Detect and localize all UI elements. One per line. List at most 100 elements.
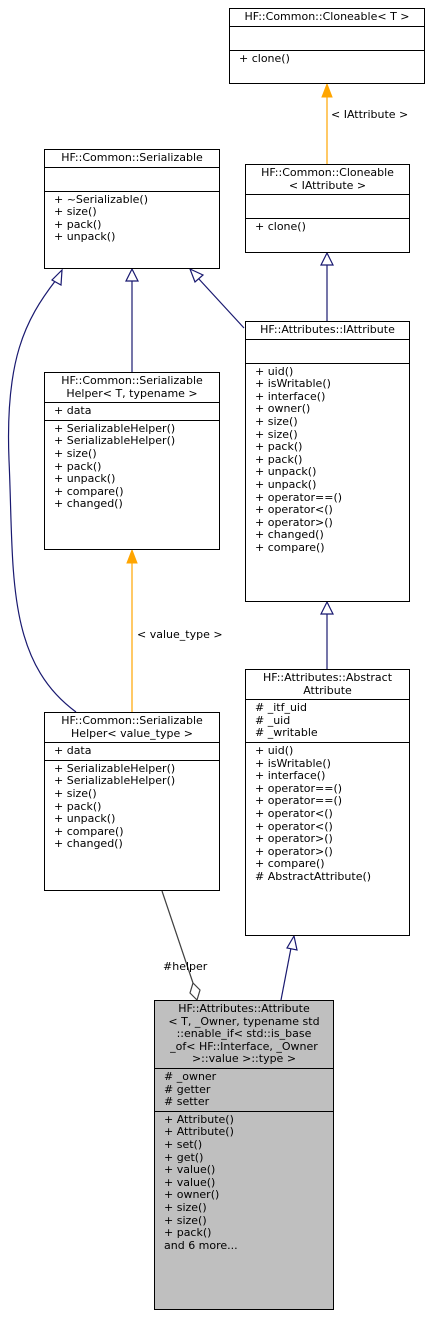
method-item[interactable]: + isWritable()	[255, 377, 331, 391]
class-title: HF::Attributes::IAttribute	[246, 322, 409, 339]
method-item[interactable]: + get()	[164, 1150, 204, 1164]
method-item[interactable]: + uid()	[255, 743, 294, 757]
method-item[interactable]: + unpack()	[255, 465, 317, 479]
method-item[interactable]: + pack()	[54, 799, 102, 813]
method-item[interactable]: + size()	[255, 427, 298, 441]
method-item[interactable]: + compare()	[54, 484, 124, 498]
method-item[interactable]: + SerializableHelper()	[54, 761, 176, 775]
method-item[interactable]: + operator==()	[255, 490, 343, 504]
method-item[interactable]: + changed()	[255, 528, 324, 542]
method-item[interactable]: + SerializableHelper()	[54, 421, 176, 435]
method-item[interactable]: + changed()	[54, 497, 123, 511]
attribute-item[interactable]: # _uid	[255, 713, 291, 727]
method-item[interactable]: + changed()	[54, 837, 123, 851]
method-item[interactable]: + operator<()	[255, 819, 333, 833]
class-name-line: HF::Common::Cloneable< T >	[244, 10, 410, 23]
method-item[interactable]: + interface()	[255, 389, 326, 403]
class-methods: + SerializableHelper()+ SerializableHelp…	[45, 759, 219, 853]
method-item[interactable]: + owner()	[255, 402, 311, 416]
method-item[interactable]: + operator==()	[255, 781, 343, 795]
method-item[interactable]: + SerializableHelper()	[54, 774, 176, 788]
method-item[interactable]: + size()	[255, 414, 298, 428]
method-item[interactable]: and 6 more...	[164, 1238, 238, 1252]
method-item[interactable]: + operator==()	[255, 794, 343, 808]
class-attributes	[246, 338, 409, 363]
method-item[interactable]: + compare()	[54, 824, 124, 838]
method-item[interactable]: # AbstractAttribute()	[255, 869, 372, 883]
class-attribute[interactable]: HF::Attributes::Attribute< T, _Owner, ty…	[154, 1000, 334, 1310]
edge-template-iattribute	[321, 82, 333, 164]
method-item[interactable]: + operator<()	[255, 503, 333, 517]
edge-inherit-serializable-helper-t	[125, 267, 139, 372]
attribute-item[interactable]: # _itf_uid	[255, 701, 307, 715]
class-title: HF::Attributes::Attribute< T, _Owner, ty…	[155, 1001, 333, 1068]
method-item[interactable]: + ~Serializable()	[54, 192, 149, 206]
method-item[interactable]: + compare()	[255, 540, 325, 554]
class-cloneable-t[interactable]: HF::Common::Cloneable< T >+ clone()	[229, 8, 425, 84]
method-item[interactable]: + Attribute()	[164, 1125, 234, 1139]
method-item[interactable]: + pack()	[255, 452, 303, 466]
edge-inherit-abstract-attribute	[280, 934, 298, 1001]
class-attributes: # _owner# getter# setter	[155, 1067, 333, 1111]
attribute-item[interactable]: # setter	[164, 1095, 210, 1109]
edge-inherit-iattribute-abstract	[320, 600, 334, 669]
method-item[interactable]: + pack()	[164, 1226, 212, 1240]
class-methods: + uid()+ isWritable()+ interface()+ oper…	[246, 741, 409, 886]
method-item[interactable]: + operator>()	[255, 844, 333, 858]
method-item[interactable]: + SerializableHelper()	[54, 434, 176, 448]
method-item[interactable]: + size()	[54, 446, 97, 460]
class-name-line: < T, _Owner, typename std	[168, 1014, 320, 1028]
class-attributes: # _itf_uid# _uid# _writable	[246, 699, 409, 742]
method-item[interactable]: + size()	[54, 205, 97, 219]
method-item[interactable]: + unpack()	[54, 472, 116, 486]
method-item[interactable]: + interface()	[255, 769, 326, 783]
class-name-line: HF::Common::Cloneable	[261, 166, 394, 179]
class-cloneable-iattribute[interactable]: HF::Common::Cloneable< IAttribute >+ clo…	[245, 164, 410, 253]
method-item[interactable]: + operator<()	[255, 806, 333, 820]
method-item[interactable]: + size()	[54, 786, 97, 800]
class-name-line: HF::Attributes::Abstract	[262, 671, 393, 684]
method-item[interactable]: + clone()	[255, 220, 306, 234]
class-name-line: _of< HF::Interface, _Owner	[170, 1039, 318, 1053]
method-item[interactable]: + set()	[164, 1137, 203, 1151]
method-item[interactable]: + operator>()	[255, 832, 333, 846]
class-iattribute[interactable]: HF::Attributes::IAttribute+ uid()+ isWri…	[245, 321, 410, 602]
method-item[interactable]: + pack()	[54, 217, 102, 231]
attribute-item[interactable]: + data	[54, 404, 92, 418]
method-item[interactable]: + pack()	[54, 459, 102, 473]
method-item[interactable]: + isWritable()	[255, 756, 331, 770]
method-item[interactable]: + owner()	[164, 1188, 220, 1202]
attribute-item[interactable]: # getter	[164, 1082, 211, 1096]
class-name-line: Attribute	[303, 683, 352, 697]
method-item[interactable]: + Attribute()	[164, 1112, 234, 1126]
edge-inherit-serializable-iattribute	[188, 267, 245, 329]
class-methods: + ~Serializable()+ size()+ pack()+ unpac…	[45, 190, 219, 246]
method-item[interactable]: + unpack()	[54, 230, 116, 244]
attribute-item[interactable]: + data	[54, 744, 92, 758]
class-methods: + Attribute()+ Attribute()+ set()+ get()…	[155, 1110, 333, 1255]
class-serializable[interactable]: HF::Common::Serializable+ ~Serializable(…	[44, 149, 220, 269]
edge-label-value-type: < value_type >	[137, 628, 223, 641]
method-item[interactable]: + value()	[164, 1163, 216, 1177]
method-item[interactable]: + compare()	[255, 857, 325, 871]
method-item[interactable]: + operator>()	[255, 515, 333, 529]
attribute-item[interactable]: # _writable	[255, 726, 318, 740]
method-item[interactable]: + clone()	[239, 51, 290, 65]
class-name-line: ::enable_if< std::is_base	[176, 1027, 312, 1041]
method-item[interactable]: + uid()	[255, 364, 294, 378]
method-item[interactable]: + value()	[164, 1175, 216, 1189]
attribute-item[interactable]: # _owner	[164, 1069, 217, 1083]
method-item[interactable]: + size()	[164, 1213, 207, 1227]
method-item[interactable]: + size()	[164, 1200, 207, 1214]
method-item[interactable]: + unpack()	[54, 812, 116, 826]
class-attributes	[230, 25, 424, 50]
method-item[interactable]: + unpack()	[255, 477, 317, 491]
method-item[interactable]: + pack()	[255, 440, 303, 454]
class-title: HF::Common::Cloneable< IAttribute >	[246, 165, 409, 194]
